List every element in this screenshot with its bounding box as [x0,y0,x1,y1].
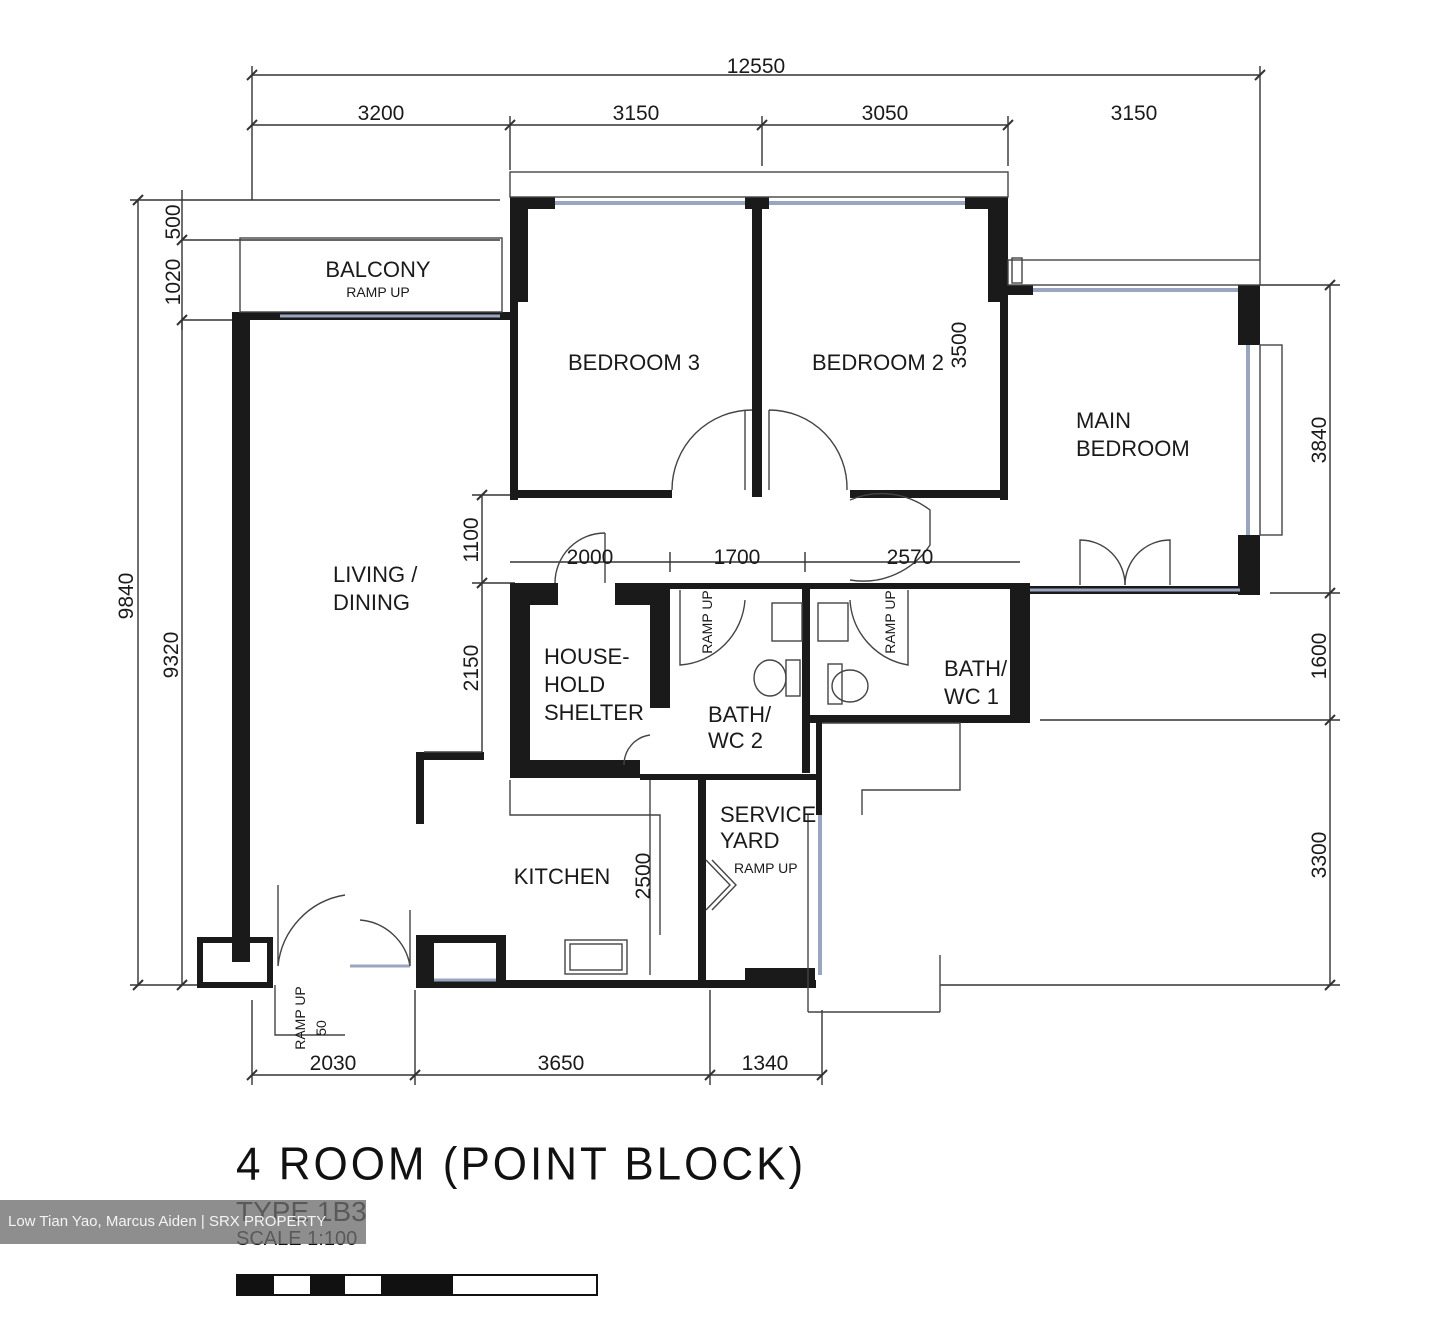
label-shelter-3: SHELTER [544,700,644,725]
dim-inner-2570: 2570 [887,546,934,569]
scale-bar [236,1274,598,1296]
dim-right-1600: 1600 [1308,633,1331,680]
room-labels: BALCONY RAMP UP BEDROOM 3 BEDROOM 2 MAIN… [292,257,1190,1050]
scale-segment [381,1276,453,1294]
label-shelter-2: HOLD [544,672,605,697]
label-main-bedroom-2: BEDROOM [1076,436,1190,461]
label-living-1: LIVING / [333,562,418,587]
dim-bottom-3650: 3650 [538,1052,585,1075]
dim-top-2: 3150 [613,102,660,125]
dim-bottom-2030: 2030 [310,1052,357,1075]
dim-left-500: 500 [162,204,185,239]
label-entrance-ramp: RAMP UP [292,986,308,1050]
label-service-ramp: RAMP UP [734,860,798,876]
scale-segment [273,1276,310,1294]
label-bath-wc1-1: BATH/ [944,656,1008,681]
label-balcony-ramp: RAMP UP [346,284,410,300]
label-main-bedroom-1: MAIN [1076,408,1131,433]
label-bath-wc2-1: BATH/ [708,702,772,727]
label-balcony: BALCONY [325,257,430,282]
dim-overall-width: 12550 [727,55,785,78]
label-living-2: DINING [333,590,410,615]
scale-segment [238,1276,274,1294]
dim-bottom-1340: 1340 [742,1052,789,1075]
watermark: Low Tian Yao, Marcus Aiden | SRX PROPERT… [0,1200,366,1244]
dim-left-9320: 9320 [160,632,183,679]
label-bath-wc1-2: WC 1 [944,684,999,709]
dim-inner-1700: 1700 [714,546,761,569]
scale-segment [452,1276,596,1294]
label-kitchen: KITCHEN [514,864,611,889]
scale-segment [345,1276,382,1294]
dim-bottom-50: 50 [313,1020,329,1036]
label-bath1-ramp: RAMP UP [882,590,898,654]
label-bath2-ramp: RAMP UP [699,590,715,654]
dim-top-3: 3050 [862,102,909,125]
scale-segment [309,1276,346,1294]
label-service-yard-1: SERVICE [720,802,816,827]
title-block: 4 ROOM (POINT BLOCK) TYPE 1B3 SCALE 1:10… [236,1138,807,1251]
dim-corridor-1100: 1100 [460,517,483,562]
label-bedroom-3: BEDROOM 3 [568,350,700,375]
label-shelter-1: HOUSE- [544,644,630,669]
dim-top-4: 3150 [1111,102,1158,125]
dim-kitchen-2500: 2500 [632,853,655,900]
label-bath-wc2-2: WC 2 [708,728,763,753]
window-frames [239,171,1283,1036]
dim-right-3300: 3300 [1308,832,1331,879]
dim-inner-2000: 2000 [567,546,614,569]
dimension-labels: 12550 3200 3150 3050 3150 500 1020 9840 … [115,55,1331,1075]
dim-left-9840: 9840 [115,573,138,620]
plan-title: 4 ROOM (POINT BLOCK) [236,1138,807,1191]
label-bedroom-2: BEDROOM 2 [812,350,944,375]
dim-corridor-2150: 2150 [460,645,483,692]
dim-right-3840: 3840 [1308,417,1331,464]
dimension-lines [130,66,1340,1085]
dim-top-1: 3200 [358,102,405,125]
dim-left-1020: 1020 [162,259,185,306]
label-service-yard-2: YARD [720,828,780,853]
dim-bedroom-3500: 3500 [948,322,971,369]
